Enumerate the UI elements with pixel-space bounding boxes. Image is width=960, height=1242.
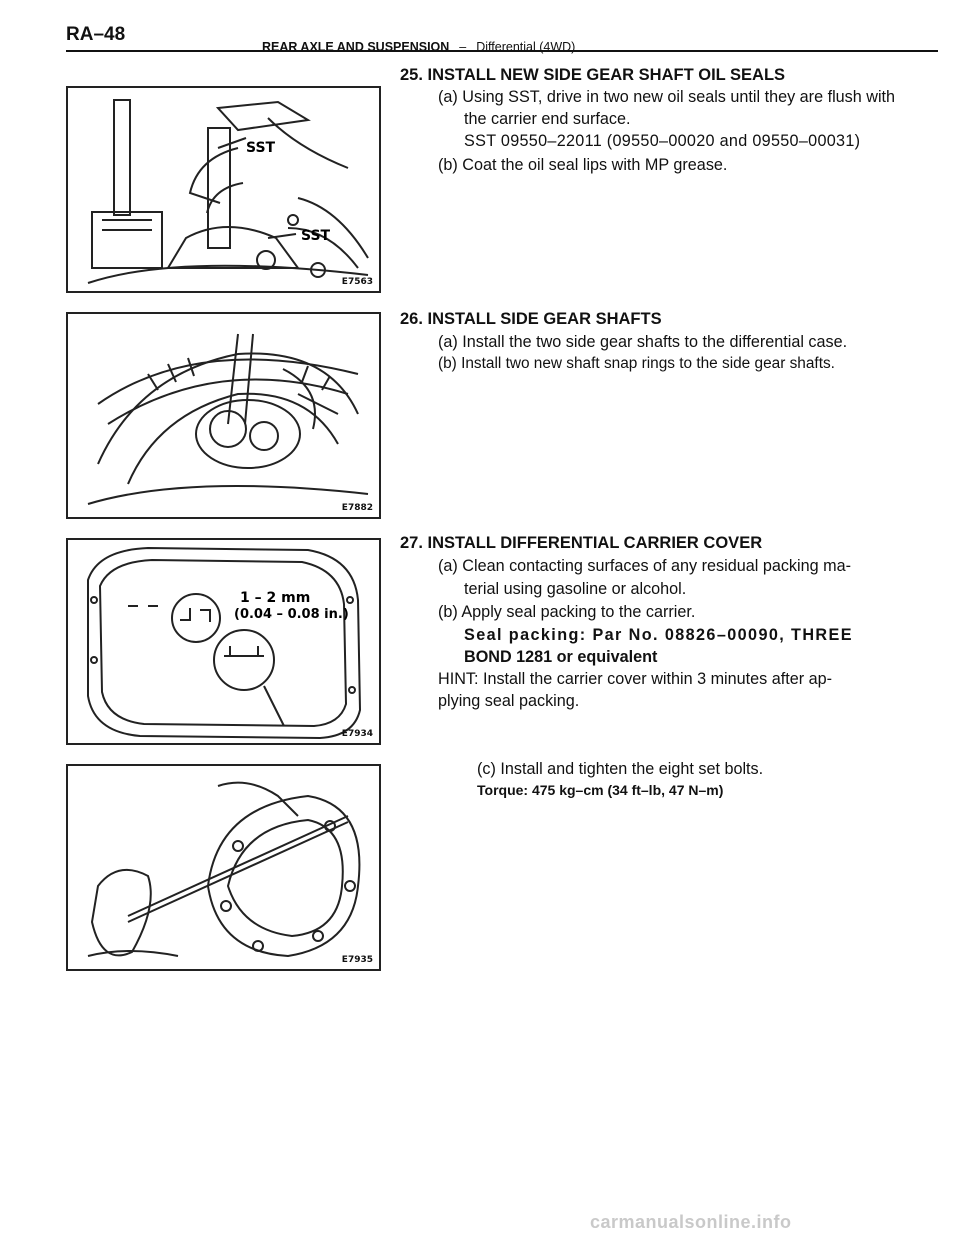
step-27-hint-line1: HINT: Install the carrier cover within 3… — [438, 670, 833, 688]
carrier-cover-illustration: 1 – 2 mm (0.04 – 0.08 in.) — [87, 546, 362, 740]
step-27-torque: Torque: 475 kg–cm (34 ft–lb, 47 N–m) — [477, 782, 724, 798]
header-rule — [66, 50, 938, 52]
page-code: RA–48 — [66, 24, 126, 45]
step-27-a-line2: terial using gasoline or alcohol. — [464, 580, 687, 598]
figure-label: E7882 — [341, 503, 373, 513]
figure-tighten-bolts: E7935 — [66, 764, 381, 971]
figure-label: E7935 — [341, 955, 373, 965]
step-25-title: 25. INSTALL NEW SIDE GEAR SHAFT OIL SEAL… — [400, 66, 786, 84]
clearance-callout-mm: 1 – 2 mm — [240, 590, 310, 606]
figure-label: E7563 — [341, 277, 373, 287]
step-27-title: 27. INSTALL DIFFERENTIAL CARRIER COVER — [400, 534, 763, 552]
watermark: carmanualsonline.info — [590, 1212, 792, 1232]
step-27-spec-line1: Seal packing: Par No. 08826–00090, THREE — [464, 626, 853, 644]
step-26-b: (b) Install two new shaft snap rings to … — [438, 355, 835, 372]
step-25-sst: SST 09550–22011 (09550–00020 and 09550–0… — [464, 132, 861, 150]
step-27-spec-line2: BOND 1281 or equivalent — [464, 648, 658, 666]
figure-side-gear-shafts: E7882 — [66, 312, 381, 519]
sst-callout-1: SST — [246, 140, 276, 156]
clearance-callout-in: (0.04 – 0.08 in.) — [234, 607, 349, 622]
oil-seal-illustration: SST SST — [87, 99, 369, 284]
tighten-bolts-illustration — [87, 781, 361, 958]
side-gear-illustration — [87, 333, 369, 505]
sst-callout-2: SST — [301, 228, 331, 244]
step-27-a-line1: (a) Clean contacting surfaces of any res… — [438, 557, 851, 575]
step-26-a: (a) Install the two side gear shafts to … — [438, 333, 848, 351]
step-27-hint-line2: plying seal packing. — [438, 692, 580, 710]
step-26-title: 26. INSTALL SIDE GEAR SHAFTS — [400, 310, 662, 328]
step-25-b: (b) Coat the oil seal lips with MP greas… — [438, 156, 728, 174]
figure-oil-seal-install: SST SST E7563 — [66, 86, 381, 293]
figure-carrier-cover-packing: 1 – 2 mm (0.04 – 0.08 in.) E7934 — [66, 538, 381, 745]
step-27-c: (c) Install and tighten the eight set bo… — [477, 760, 764, 778]
step-25-a-line2: the carrier end surface. — [464, 110, 631, 128]
figure-label: E7934 — [341, 729, 373, 739]
step-27-b: (b) Apply seal packing to the carrier. — [438, 603, 696, 621]
step-25-a-line1: (a) Using SST, drive in two new oil seal… — [438, 88, 896, 106]
header-separator: – — [459, 40, 467, 54]
